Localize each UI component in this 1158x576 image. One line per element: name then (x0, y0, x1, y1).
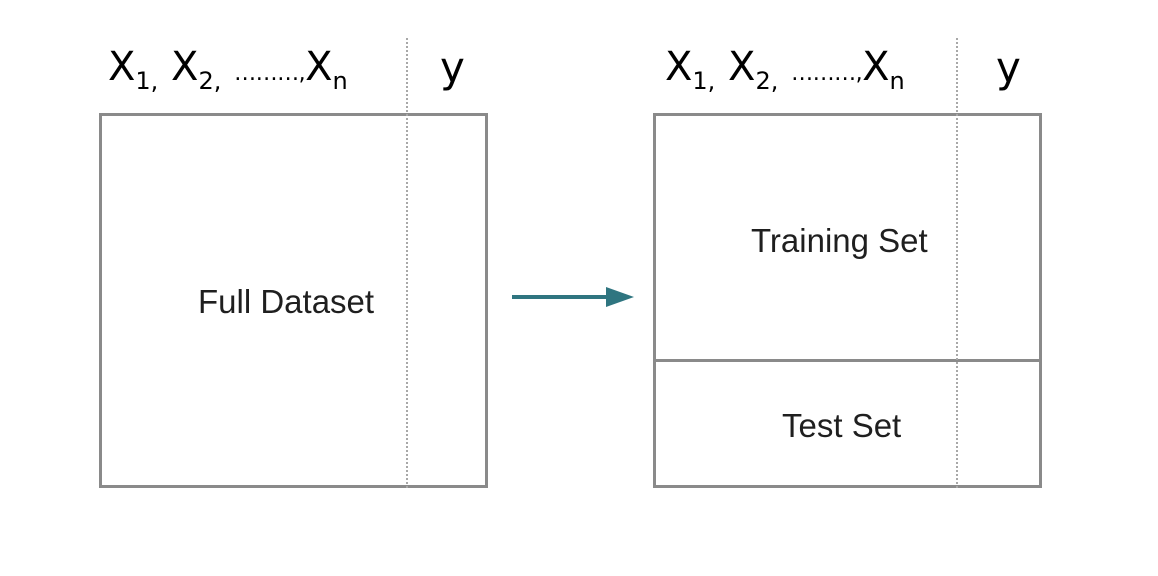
right-x2-subscript: 2, (755, 67, 779, 95)
left-target-divider (406, 38, 408, 488)
right-x2: X (728, 44, 756, 90)
right-x1: X (665, 44, 693, 90)
right-feature-ellipsis: ………, (791, 61, 863, 86)
left-xn: X (305, 44, 333, 90)
full-dataset-box (99, 113, 488, 488)
left-x2: X (171, 44, 199, 90)
left-xn-subscript: n (332, 67, 348, 95)
right-xn-subscript: n (889, 67, 905, 95)
right-target-label: y (996, 43, 1021, 92)
left-x1: X (108, 44, 136, 90)
left-target-label: y (440, 43, 465, 92)
test-set-label: Test Set (782, 407, 902, 444)
left-x1-subscript: 1, (135, 67, 159, 95)
left-feature-ellipsis: ………, (234, 61, 306, 86)
split-dataset-box (653, 113, 1042, 488)
left-feature-header: X1, X2, ………,Xn (108, 47, 348, 107)
left-x2-subscript: 2, (198, 67, 222, 95)
right-target-divider (956, 38, 958, 488)
arrow-right-icon (512, 287, 634, 307)
train-test-divider (653, 359, 1042, 362)
right-x1-subscript: 1, (692, 67, 716, 95)
right-feature-header: X1, X2, ………,Xn (665, 47, 905, 107)
right-xn: X (862, 44, 890, 90)
full-dataset-label: Full Dataset (198, 283, 375, 320)
training-set-label: Training Set (751, 222, 928, 259)
